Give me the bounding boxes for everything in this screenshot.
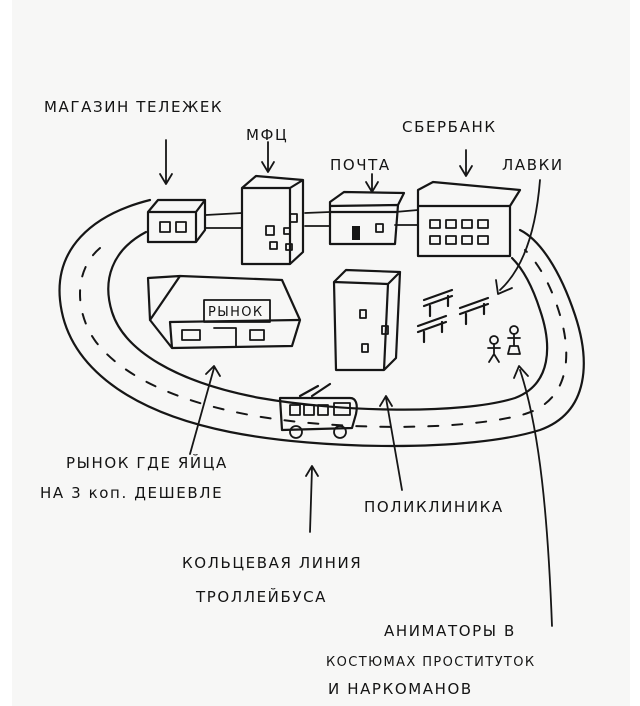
label-animators-line3: И НАРКОМАНОВ: [328, 680, 473, 698]
arrow-mfc: [261, 141, 275, 173]
label-benches: ЛАВКИ: [502, 156, 564, 174]
arrow-cart-shop: [159, 139, 173, 185]
label-animators-line1: АНИМАТОРЫ В: [384, 622, 516, 640]
label-cart-shop: МАГАЗИН ТЕЛЕЖЕК: [44, 98, 223, 116]
road-outer-edge: [58, 198, 585, 448]
benches: [416, 288, 490, 344]
market-building: [146, 274, 302, 350]
post-building: [328, 190, 406, 246]
label-sberbank: СБЕРБАНК: [402, 118, 497, 136]
right-margin: [630, 0, 640, 706]
arrow-trolleybus: [305, 465, 319, 533]
label-market-line1: РЫНОК ГДЕ ЯЙЦА: [66, 453, 228, 472]
label-animators-line2: КОСТЮМАХ ПРОСТИТУТОК: [326, 655, 536, 670]
label-mfc: МФЦ: [246, 126, 288, 144]
walkway-top: [205, 209, 419, 216]
mfc-building: [240, 174, 305, 266]
trolleybus: [278, 382, 358, 439]
arrow-sberbank: [459, 149, 473, 177]
label-post: ПОЧТА: [330, 156, 391, 174]
road-inner-edge: [107, 230, 549, 411]
arrow-benches: [495, 179, 541, 295]
walkway-bottom: [205, 224, 419, 229]
arrow-market: [189, 365, 221, 455]
post-door: [352, 226, 360, 240]
label-market-line2: НА 3 коп. ДЕШЕВЛЕ: [40, 484, 223, 502]
arrow-clinic: [379, 395, 403, 491]
cart-shop-building: [146, 198, 207, 244]
label-clinic: ПОЛИКЛИНИКА: [364, 498, 504, 516]
clinic-building: [332, 268, 402, 372]
road-center-line: [79, 247, 568, 428]
label-trolley-line1: КОЛЬЦЕВАЯ ЛИНИЯ: [182, 554, 362, 572]
market-sign: РЫНОК: [208, 305, 264, 320]
arrow-post: [365, 173, 379, 193]
label-trolley-line2: ТРОЛЛЕЙБУСА: [195, 587, 327, 606]
arrow-animators: [513, 365, 553, 627]
sberbank-building: [416, 180, 522, 258]
people-figures: [487, 325, 521, 363]
left-margin: [0, 0, 12, 706]
